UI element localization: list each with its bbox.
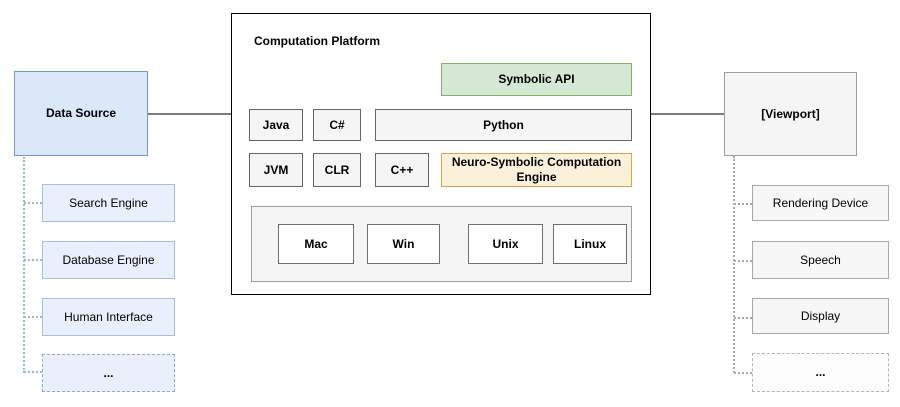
connector-right-stub-2 [734,260,752,262]
node-python: Python [375,109,632,141]
node-cpp: C++ [375,153,429,187]
connector-left-trunk [23,157,25,373]
node-computation-platform: Computation Platform Symbolic API Java C… [231,13,651,295]
node-mac: Mac [278,224,354,264]
node-clr: CLR [313,153,361,187]
node-viewport-more: ... [752,353,889,392]
node-database-engine: Database Engine [42,241,175,279]
connector-left-stub-1 [24,202,42,204]
connector-left-stub-4 [24,371,42,373]
node-search-engine: Search Engine [42,184,175,222]
node-human-interface: Human Interface [42,298,175,336]
connector-right-stub-4 [734,372,752,374]
node-java: Java [249,109,303,141]
platform-title: Computation Platform [254,34,380,48]
connector-platform-viewport [651,113,724,115]
connector-datasource-platform [148,113,231,115]
node-jvm: JVM [249,153,303,187]
connector-right-stub-3 [734,317,752,319]
node-win: Win [367,224,440,264]
node-csharp: C# [313,109,361,141]
node-data-source-more: ... [42,354,175,392]
os-container: Mac Win Unix Linux [251,206,632,282]
node-unix: Unix [468,224,543,264]
node-data-source: Data Source [14,71,148,156]
node-symbolic-api: Symbolic API [441,63,632,96]
node-rendering-device: Rendering Device [752,185,889,221]
node-speech: Speech [752,241,889,279]
node-viewport: [Viewport] [724,72,857,156]
node-neuro-symbolic-engine: Neuro-Symbolic Computation Engine [441,153,632,187]
connector-right-stub-1 [734,203,752,205]
connector-left-stub-2 [24,259,42,261]
connector-left-stub-3 [24,316,42,318]
node-display: Display [752,298,889,334]
node-linux: Linux [553,224,627,264]
connector-right-trunk [733,156,735,373]
